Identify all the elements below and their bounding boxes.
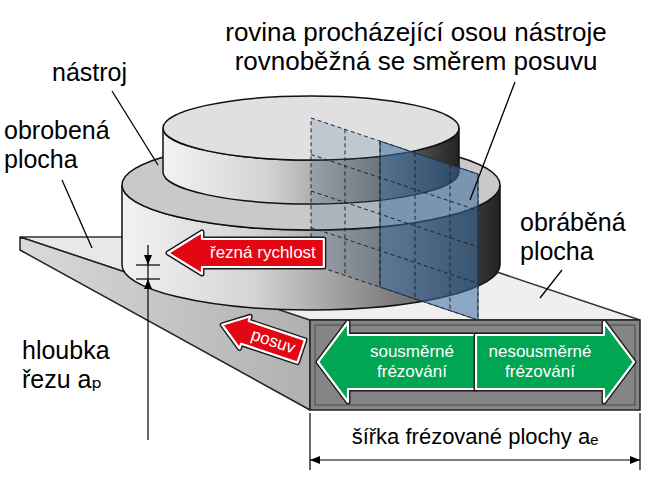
tool-axis-plane	[311, 118, 478, 320]
arrow-shadow-outline	[217, 309, 307, 368]
arrow-label: nesousměrné frézování	[488, 342, 591, 381]
surface-being-machined-callout: obráběná plocha	[520, 208, 626, 266]
width-extension-line	[309, 413, 310, 470]
machined-surface-leader-line	[62, 180, 92, 248]
arrow-shape	[476, 322, 634, 402]
label-text: obráběná plocha	[520, 208, 626, 266]
machined-surface-callout: obrobená plocha	[4, 116, 110, 174]
label-text: nástroj	[52, 58, 127, 87]
plane-leader-line	[470, 82, 515, 200]
arrow-shape	[168, 232, 324, 274]
arrow-label: posuv	[249, 325, 298, 358]
plane-grid-line	[450, 165, 451, 311]
tool-callout: nástroj	[52, 58, 127, 87]
climb-milling-arrow: sousměrné frézování	[318, 322, 476, 402]
plane-grid-line	[311, 228, 478, 284]
arrow-shadow-outline	[476, 322, 634, 402]
label-text: šířka frézované plochy aₑ	[310, 424, 640, 449]
arrow-shape	[318, 322, 476, 402]
cutting-speed-arrow: řezná rychlost	[168, 232, 324, 274]
workpiece-front-face	[310, 320, 640, 410]
arrow-shadow-outline	[168, 232, 324, 274]
tool-leader-line	[112, 91, 158, 165]
depth-dimension-arrowhead	[144, 279, 152, 289]
label-text: hloubka řezu aₚ	[22, 336, 110, 394]
plane-grid-line	[311, 155, 478, 211]
tool-axis-plane-visible-part	[380, 141, 478, 320]
arrow-shape	[217, 309, 307, 368]
milled-width-label: šířka frézované plochy aₑ	[310, 424, 640, 449]
plane-grid-line	[311, 191, 478, 247]
label-text: rovina procházející osou nástroje rovnob…	[185, 18, 647, 75]
surface-being-machined-leader-line	[540, 270, 562, 298]
arrow-shadow-outline	[318, 322, 476, 402]
depth-of-cut-label: hloubka řezu aₚ	[22, 336, 110, 394]
plane-grid-line	[415, 153, 416, 299]
arrow-label: sousměrné frézování	[370, 342, 454, 381]
depth-dimension-line	[147, 245, 148, 440]
width-extension-line	[639, 413, 640, 470]
conventional-milling-arrow: nesousměrné frézování	[476, 322, 634, 402]
depth-dimension-arrowhead	[144, 255, 152, 265]
arrow-label: řezná rychlost	[210, 243, 316, 263]
plane-callout: rovina procházející osou nástroje rovnob…	[185, 18, 647, 75]
label-text: obrobená plocha	[4, 116, 110, 174]
width-dimension-line	[310, 459, 640, 460]
